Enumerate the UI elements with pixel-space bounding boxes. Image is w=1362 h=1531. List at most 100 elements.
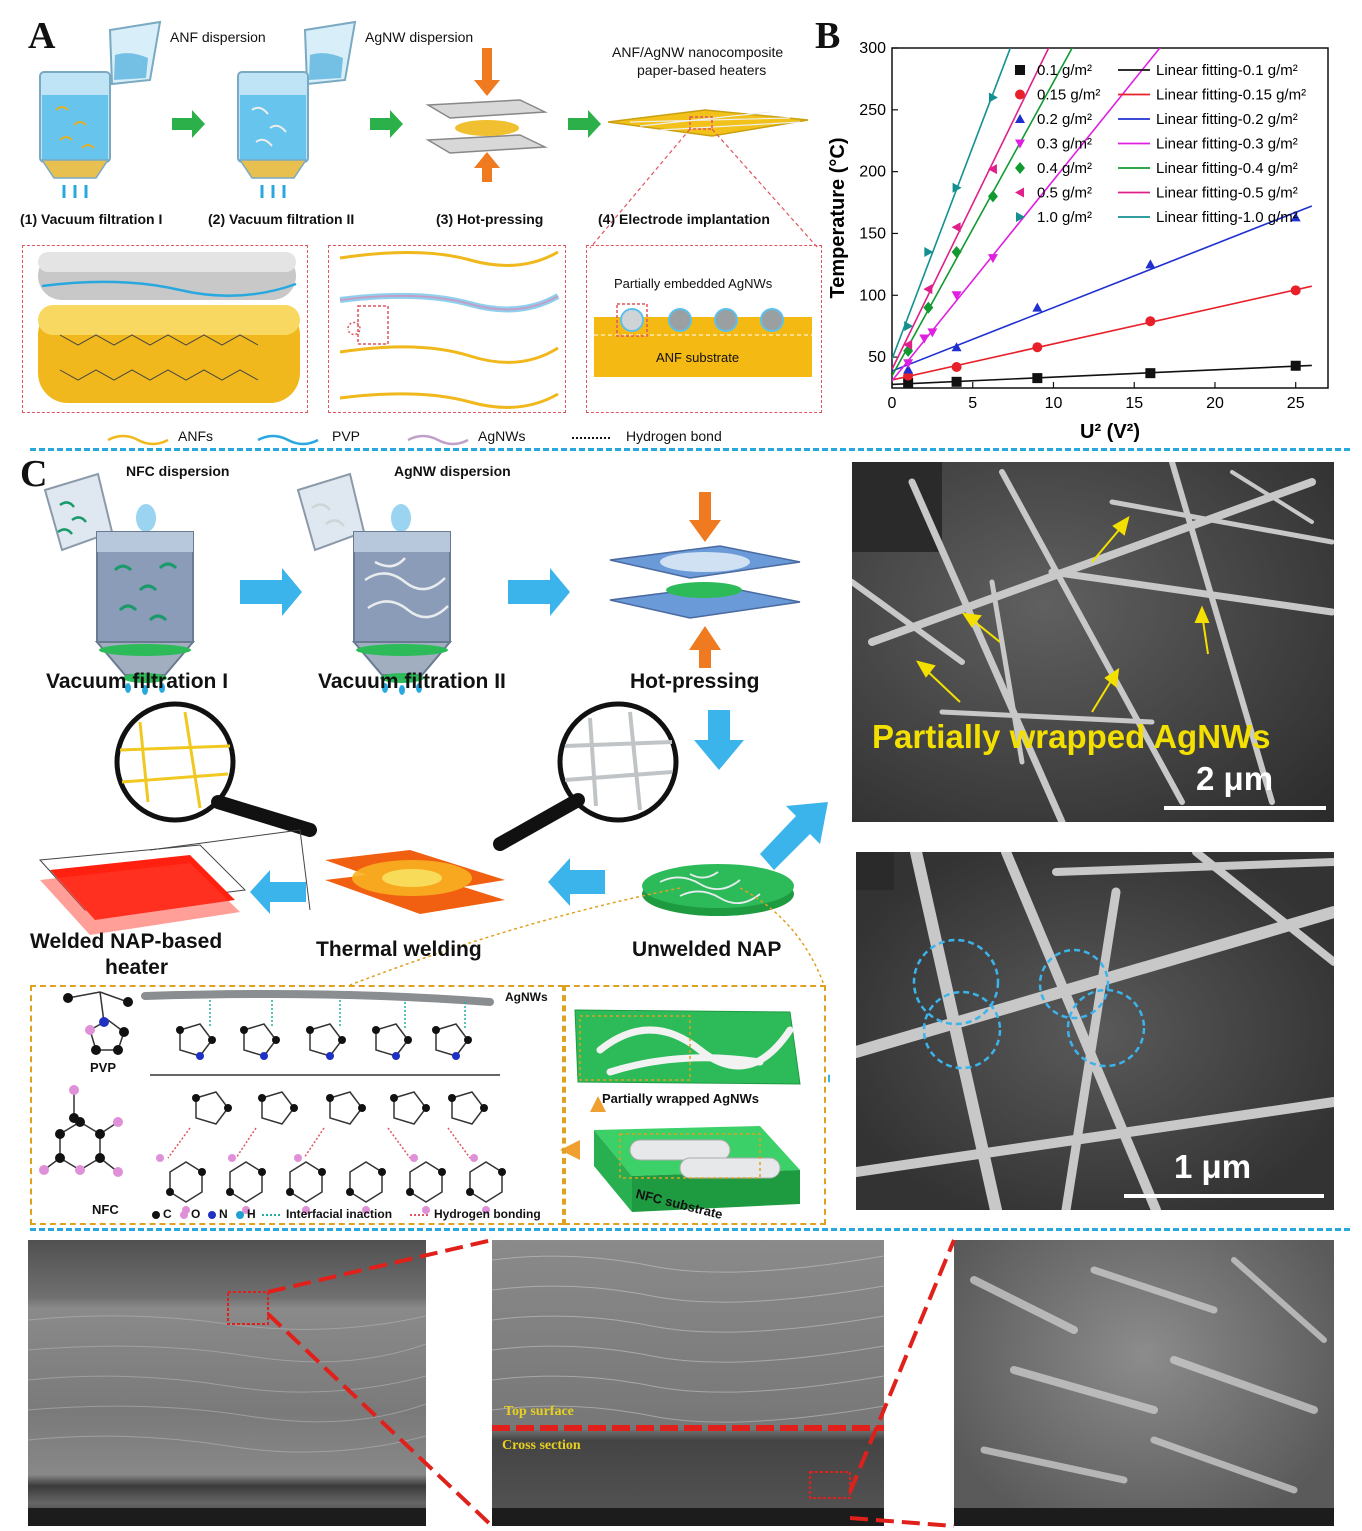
molecular-structure bbox=[39, 990, 506, 1219]
panel-b-letter: B bbox=[815, 15, 841, 57]
legend-label: 0.15 g/m² bbox=[1037, 87, 1100, 104]
step3-label: (3) Hot-pressing bbox=[436, 211, 544, 227]
unwelded-nap-label: Unwelded NAP bbox=[632, 938, 782, 961]
data-point bbox=[924, 247, 934, 257]
data-point bbox=[1145, 259, 1156, 269]
legend-fit-label: Linear fitting-1.0 g/m² bbox=[1156, 209, 1298, 226]
legend-label: 0.4 g/m² bbox=[1037, 160, 1092, 177]
nfc-label: NFC bbox=[92, 1202, 119, 1217]
step1-label: (1) Vacuum filtration I bbox=[20, 211, 163, 227]
funnel-icon bbox=[94, 504, 196, 695]
arrow-down-small-icon bbox=[590, 1096, 606, 1112]
data-point bbox=[988, 92, 998, 103]
welded-heater-label-1: Welded NAP-based bbox=[30, 930, 223, 953]
zoom-lines bbox=[266, 1238, 956, 1528]
fit-line-4 bbox=[892, 48, 1074, 377]
legend-o-label: O bbox=[191, 1207, 201, 1221]
legend-anf-text: ANFs bbox=[178, 428, 213, 444]
sem1-scale-label: 2 μm bbox=[1196, 760, 1274, 797]
agnws-label: AgNWs bbox=[505, 990, 548, 1004]
magnifier-gray-icon bbox=[493, 701, 679, 851]
legend-c-label: C bbox=[163, 1207, 172, 1221]
data-point bbox=[987, 254, 998, 264]
legend-anf-line bbox=[107, 434, 169, 446]
x-tick-label: 10 bbox=[1045, 395, 1063, 412]
agnw-dispersion-c-label: AgNW dispersion bbox=[394, 463, 511, 479]
beaker-icon bbox=[43, 472, 114, 552]
data-point bbox=[951, 376, 962, 387]
legend-fit-label: Linear fitting-0.15 g/m² bbox=[1156, 87, 1306, 104]
detail-box-1 bbox=[22, 245, 308, 413]
y-tick-label: 50 bbox=[868, 349, 886, 366]
panel-c-schematic bbox=[38, 472, 830, 1219]
x-axis-label: U² (V²) bbox=[1080, 421, 1140, 443]
arrow-left-icon bbox=[250, 870, 306, 914]
section-divider bbox=[30, 448, 1350, 451]
x-tick-label: 15 bbox=[1125, 395, 1143, 412]
panel-a-schematic bbox=[38, 20, 819, 446]
partially-embedded-label: Partially embedded AgNWs bbox=[614, 276, 773, 291]
x-tick-label: 5 bbox=[968, 395, 977, 412]
detail-box-2 bbox=[328, 245, 566, 413]
sem-cross-section-high bbox=[954, 1240, 1334, 1526]
anf-substrate-diagram bbox=[594, 303, 812, 377]
fit-line-0 bbox=[892, 364, 1312, 386]
sem-fibers-top bbox=[852, 462, 1334, 822]
data-point bbox=[1290, 212, 1301, 222]
partially-wrapped-small-label: Partially wrapped AgNWs bbox=[602, 1091, 759, 1106]
sem-image-top: Partially wrapped AgNWs 2 μm bbox=[852, 462, 1334, 822]
cross-section-label: Cross section bbox=[502, 1438, 581, 1453]
sem-fibers-bottom bbox=[856, 852, 1334, 1210]
legend-fit-label: Linear fitting-0.3 g/m² bbox=[1156, 136, 1298, 153]
arrow-right-icon bbox=[568, 110, 601, 138]
x-tick-label: 25 bbox=[1287, 395, 1305, 412]
panel-a-letter: A bbox=[28, 15, 56, 57]
legend-agnw-text: AgNWs bbox=[478, 428, 526, 444]
sem-image-bottom: 1 μm bbox=[856, 852, 1334, 1210]
sem-cross-section-low bbox=[28, 1240, 426, 1526]
substrate-detail-box bbox=[564, 985, 826, 1225]
x-tick-label: 0 bbox=[888, 395, 897, 412]
anf-substrate-label: ANF substrate bbox=[656, 350, 740, 365]
y-axis-label: Temperature (°C) bbox=[827, 138, 849, 299]
hot-press-icon bbox=[609, 492, 801, 668]
arrow-right-icon bbox=[828, 1074, 830, 1083]
y-tick-label: 150 bbox=[859, 225, 886, 242]
data-point bbox=[1145, 368, 1156, 379]
step2-label: (2) Vacuum filtration II bbox=[208, 211, 355, 227]
arrow-right-icon bbox=[172, 110, 205, 138]
step4-label: (4) Electrode implantation bbox=[598, 211, 770, 227]
fit-line-6 bbox=[892, 48, 1012, 360]
sem2-scale-bar bbox=[1124, 1194, 1324, 1198]
sem1-scale-bar bbox=[1164, 806, 1326, 810]
x-tick-label: 20 bbox=[1206, 395, 1224, 412]
arrow-left-icon bbox=[548, 858, 605, 906]
fit-line-2 bbox=[892, 205, 1313, 372]
wrapped-agnws-sheet bbox=[574, 1009, 801, 1085]
interfacial-label: Interfacial inaction bbox=[286, 1207, 393, 1221]
legend-label: 0.2 g/m² bbox=[1037, 111, 1092, 128]
thermal-welding-icon bbox=[325, 850, 505, 914]
data-point bbox=[952, 182, 962, 193]
funnel-icon bbox=[237, 71, 309, 198]
nfc-substrate-block bbox=[594, 1126, 800, 1212]
fit-line-1 bbox=[892, 285, 1313, 381]
legend-fit-label: Linear fitting-0.1 g/m² bbox=[1156, 62, 1298, 79]
legend-label: 1.0 g/m² bbox=[1037, 209, 1092, 226]
legend-marker bbox=[1016, 212, 1025, 222]
legend-marker bbox=[1015, 139, 1025, 149]
sem-d2-texture bbox=[492, 1255, 884, 1526]
legend-agnw-line bbox=[407, 434, 469, 446]
beaker-icon bbox=[303, 20, 357, 86]
pvp-anf-cylinders bbox=[38, 252, 300, 403]
product-label-line1: ANF/AgNW nanocomposite bbox=[612, 44, 784, 60]
legend-fit-label: Linear fitting-0.2 g/m² bbox=[1156, 111, 1298, 128]
y-tick-label: 300 bbox=[859, 40, 886, 57]
agnw-dispersion-label: AgNW dispersion bbox=[365, 29, 474, 45]
data-point bbox=[1032, 373, 1043, 384]
hbond-c-label: Hydrogen bonding bbox=[434, 1207, 541, 1221]
sem-d3-texture bbox=[954, 1257, 1334, 1526]
legend-fit-label: Linear fitting-0.4 g/m² bbox=[1156, 160, 1298, 177]
legend-pvp-text: PVP bbox=[332, 428, 361, 444]
